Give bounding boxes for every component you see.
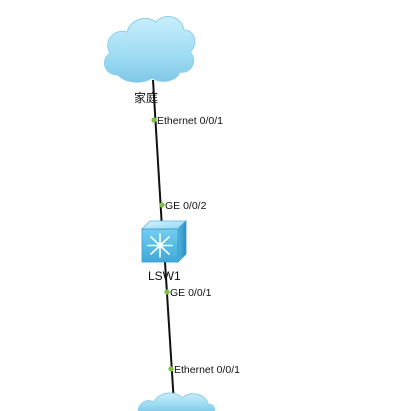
port-dot[interactable] <box>168 366 174 372</box>
top-cloud-label: 家庭 <box>134 90 158 105</box>
top-cloud-icon[interactable] <box>103 15 196 83</box>
port-dot[interactable] <box>159 202 165 208</box>
switch-icon[interactable] <box>141 220 187 263</box>
port-dot[interactable] <box>164 289 170 295</box>
port-dot[interactable] <box>151 117 157 123</box>
port-label: GE 0/0/2 <box>165 200 207 212</box>
port-label: Ethernet 0/0/1 <box>174 364 240 376</box>
link-switch-to-cloud[interactable] <box>164 261 175 405</box>
port-label: Ethernet 0/0/1 <box>157 115 223 127</box>
port-label: GE 0/0/1 <box>170 287 212 299</box>
switch-label: LSW1 <box>148 269 181 283</box>
bottom-cloud-icon[interactable] <box>137 392 216 411</box>
